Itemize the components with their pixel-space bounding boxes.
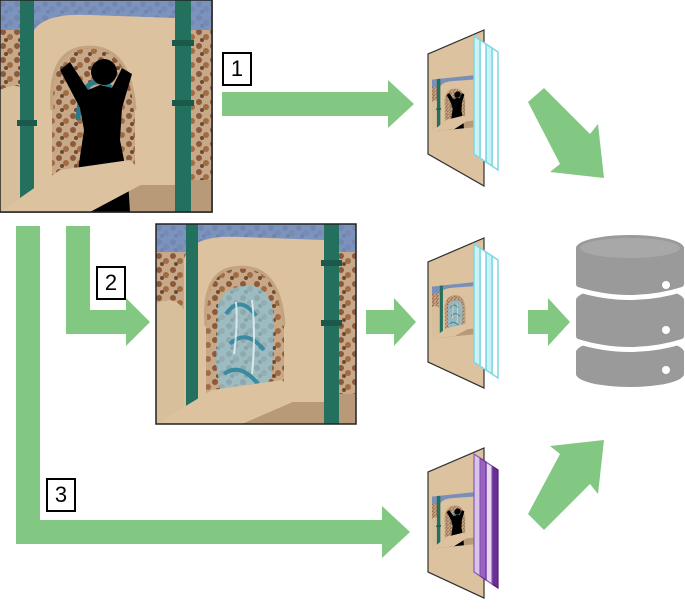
feature-stack-icon-2 bbox=[427, 237, 499, 389]
feature-stack-icon-1 bbox=[427, 29, 499, 188]
arrows bbox=[16, 80, 604, 558]
arrow-step-3 bbox=[16, 226, 410, 558]
arrow-encoder2-to-db bbox=[528, 298, 570, 346]
arrow-step-2 bbox=[66, 226, 150, 346]
step-label-1: 1 bbox=[222, 52, 252, 86]
arrow-inpaint-to-encoder bbox=[366, 298, 416, 346]
step-label-2: 2 bbox=[96, 266, 126, 300]
arrow-step-1 bbox=[222, 80, 414, 128]
database-icon bbox=[575, 235, 685, 387]
source-photo bbox=[0, 0, 213, 213]
step-label-3: 3 bbox=[46, 478, 76, 512]
inpainted-photo bbox=[155, 223, 357, 425]
arrow-encoder3-to-db bbox=[528, 440, 604, 530]
arrow-encoder1-to-db bbox=[528, 88, 604, 178]
feature-stack-icon-3 bbox=[427, 447, 499, 599]
